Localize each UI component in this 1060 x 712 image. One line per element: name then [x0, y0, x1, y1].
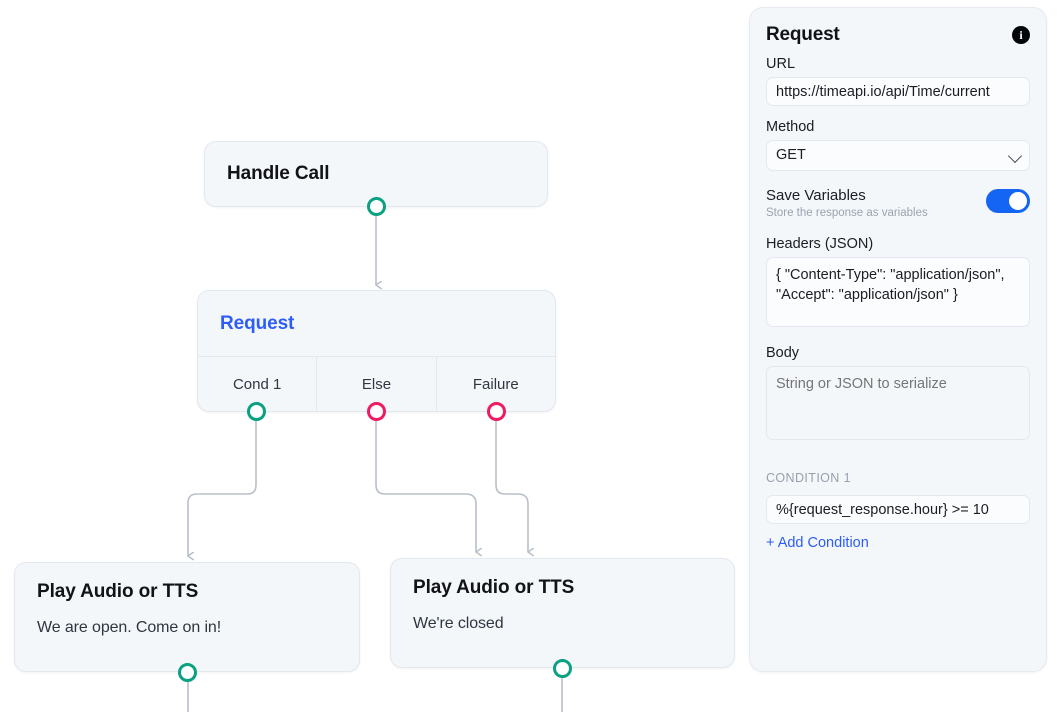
panel-title: Request: [766, 24, 840, 45]
panel-header: Request i: [766, 24, 1030, 46]
handle-port-else[interactable]: [367, 402, 386, 421]
method-select-wrap[interactable]: GET: [766, 140, 1030, 171]
condition-1-section-label: CONDITION 1: [766, 471, 851, 486]
flow-canvas[interactable]: Handle Call Request Cond 1 Else Failure …: [0, 0, 748, 712]
save-variables-description: Store the response as variables: [766, 207, 928, 220]
save-variables-row: Save Variables Store the response as var…: [766, 187, 1030, 220]
port-failure[interactable]: Failure: [435, 357, 555, 411]
add-condition-button[interactable]: + Add Condition: [766, 535, 869, 552]
node-request-ports: Cond 1 Else Failure: [198, 357, 555, 411]
condition-1-input[interactable]: [766, 495, 1030, 525]
node-play-audio-tts-open[interactable]: Play Audio or TTS We are open. Come on i…: [14, 562, 360, 672]
body-label: Body: [766, 345, 800, 362]
node-play-audio-tts-open-title: Play Audio or TTS: [37, 581, 199, 602]
url-label: URL: [766, 56, 796, 72]
port-else-label: Else: [361, 376, 392, 393]
node-play-audio-tts-open-subtitle: We are open. Come on in!: [37, 619, 222, 636]
node-play-audio-tts-closed-subtitle: We're closed: [413, 615, 504, 632]
port-cond-1-label: Cond 1: [232, 376, 282, 393]
method-field-group: Method GET: [766, 119, 1030, 171]
node-request-header: Request: [198, 291, 555, 357]
url-input[interactable]: [766, 77, 1030, 106]
port-else[interactable]: Else: [316, 357, 435, 411]
handle-tts-open-output[interactable]: [178, 663, 197, 682]
handle-handle-call-output[interactable]: [367, 197, 386, 216]
info-icon[interactable]: i: [1012, 26, 1030, 44]
node-request-title: Request: [220, 312, 295, 334]
handle-tts-closed-output[interactable]: [553, 659, 572, 678]
save-variables-label: Save Variables: [766, 187, 866, 204]
method-label: Method: [766, 119, 815, 135]
headers-textarea[interactable]: [766, 257, 1030, 328]
body-textarea[interactable]: [766, 366, 1030, 441]
edge-failure-to-tts-closed: [495, 416, 528, 552]
save-variables-toggle[interactable]: [986, 189, 1030, 213]
port-failure-label: Failure: [472, 376, 519, 393]
handle-port-cond-1[interactable]: [247, 402, 266, 421]
edge-else-to-tts-closed: [375, 416, 476, 552]
port-cond-1[interactable]: Cond 1: [198, 357, 316, 411]
request-inspector-panel: Request i URL Method GET Save Variables …: [749, 7, 1047, 672]
handle-port-failure[interactable]: [487, 402, 506, 421]
body-field-group: Body: [766, 345, 1030, 445]
save-variables-toggle-knob: [1009, 192, 1027, 210]
save-variables-texts: Save Variables Store the response as var…: [766, 187, 928, 220]
headers-label: Headers (JSON): [766, 236, 874, 253]
node-play-audio-tts-closed[interactable]: Play Audio or TTS We're closed: [390, 558, 735, 668]
headers-field-group: Headers (JSON): [766, 236, 1030, 332]
node-handle-call-title: Handle Call: [227, 163, 330, 184]
edge-cond1-to-tts-open: [187, 416, 257, 556]
url-field-group: URL: [766, 56, 1030, 106]
node-request[interactable]: Request Cond 1 Else Failure: [197, 290, 556, 412]
node-play-audio-tts-closed-title: Play Audio or TTS: [413, 577, 575, 598]
method-select[interactable]: GET: [766, 140, 1030, 171]
